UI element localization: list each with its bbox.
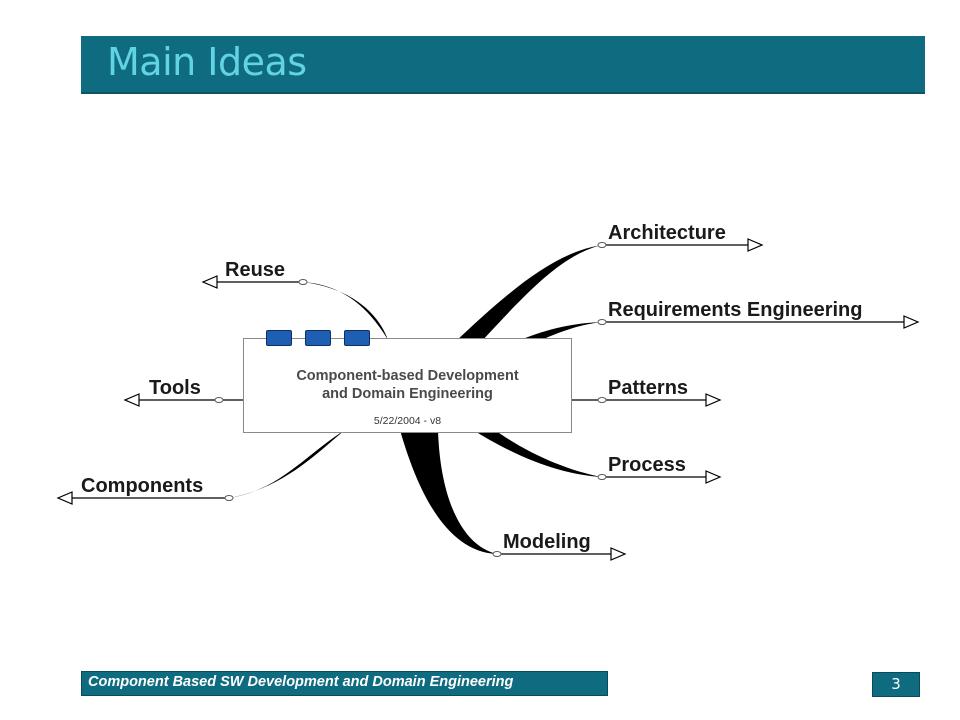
slide-title: Main Ideas (107, 40, 307, 84)
branch-label-reuse: Reuse (225, 259, 285, 281)
central-topic-title: Component-based Development and Domain E… (244, 367, 571, 403)
branch-label-patterns: Patterns (608, 377, 688, 399)
branch-connector-components (229, 430, 345, 498)
title-bar: Main Ideas (81, 36, 925, 94)
branch-connector-modeling (400, 430, 497, 554)
branch-connector-process (470, 428, 602, 477)
central-topic-line1: Component-based Development (296, 368, 519, 384)
branch-label-components: Components (81, 475, 203, 497)
central-topic-date: 5/22/2004 - v8 (373, 415, 442, 427)
central-topic[interactable]: Component-based Development and Domain E… (243, 330, 572, 433)
arrow-reuse (201, 275, 218, 289)
branch-label-process: Process (608, 454, 686, 476)
arrow-patterns (705, 393, 722, 407)
arrow-process (705, 470, 722, 484)
arrow-modeling (610, 547, 627, 561)
topic-tab-icon (305, 330, 331, 346)
arrow-architecture (747, 238, 764, 252)
branch-label-requirements: Requirements Engineering (608, 299, 863, 321)
arrow-requirements (903, 315, 920, 329)
branch-connector-architecture (455, 245, 602, 345)
topic-tab-icon (266, 330, 292, 346)
central-topic-line2: and Domain Engineering (322, 386, 493, 402)
page-number-box: 3 (872, 672, 920, 697)
branch-label-architecture: Architecture (608, 222, 726, 244)
topic-tab-icon (344, 330, 370, 346)
footer-bar: Component Based SW Development and Domai… (81, 671, 608, 696)
arrow-tools (123, 393, 140, 407)
branch-label-modeling: Modeling (503, 531, 591, 553)
page-number: 3 (891, 675, 901, 693)
branch-label-tools: Tools (149, 377, 201, 399)
footer-text: Component Based SW Development and Domai… (88, 674, 514, 690)
arrow-components (56, 491, 73, 505)
